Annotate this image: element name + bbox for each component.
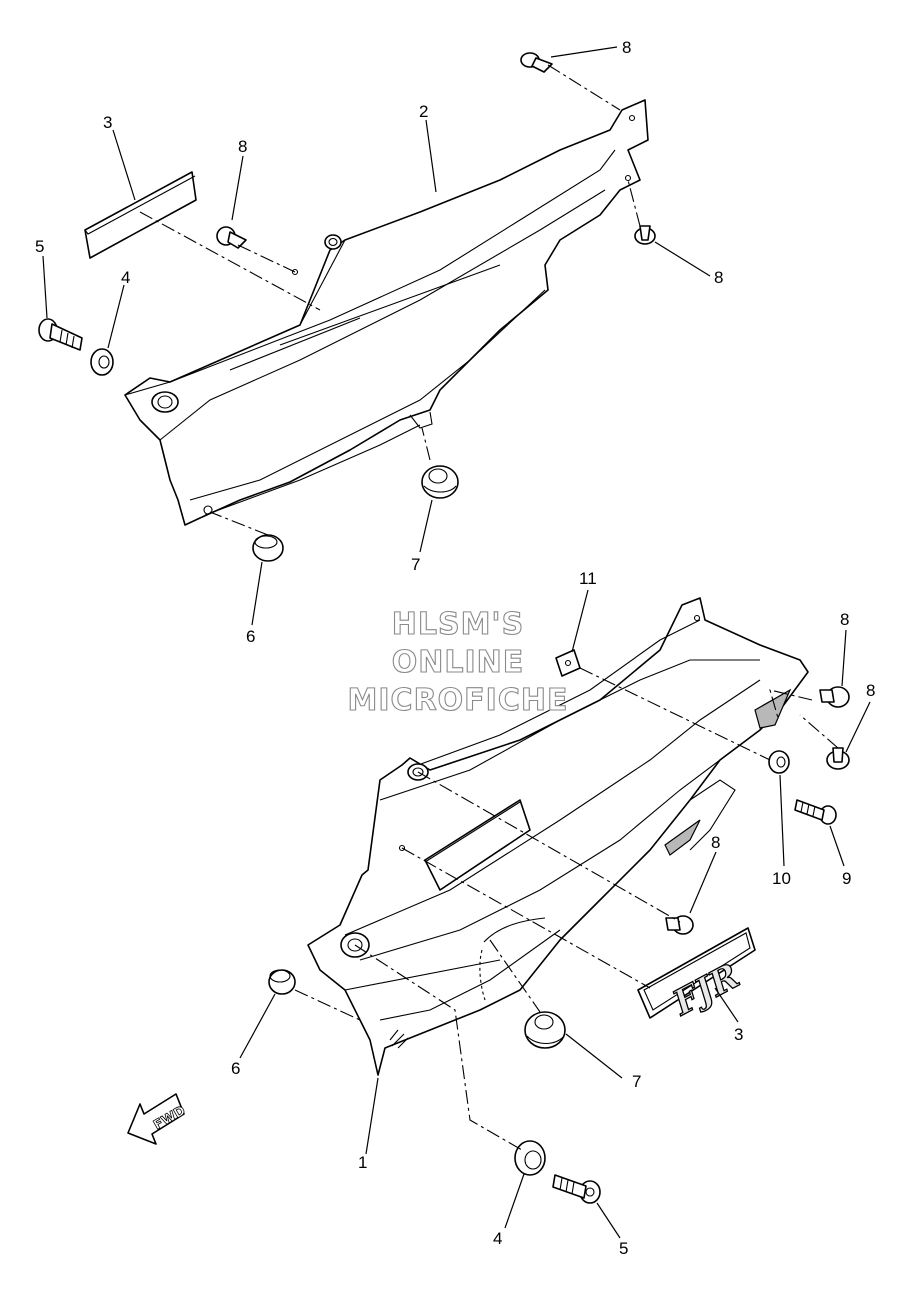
callout-7: 7 (411, 555, 420, 574)
callout-8: 8 (711, 833, 720, 852)
callout-numbers: 8 3 2 8 8 5 4 7 6 11 8 8 10 9 8 3 6 7 1 … (35, 38, 875, 1258)
watermark: HLSM'S ONLINE MICROFICHE (347, 606, 569, 718)
forward-arrow-icon (127, 1093, 185, 1145)
forward-direction-indicator: FWD (127, 1093, 189, 1145)
callout-4: 4 (121, 268, 130, 287)
leader-lines (42, 46, 871, 1239)
callout-3: 3 (103, 113, 112, 132)
callout-8: 8 (714, 268, 723, 287)
bolt-part-5-lower (552, 1174, 601, 1204)
grommet-part-7-upper (421, 465, 459, 499)
callout-6: 6 (246, 627, 255, 646)
watermark-line-2: ONLINE (392, 645, 525, 680)
cap-part-6-lower (268, 969, 296, 995)
callout-6: 6 (231, 1059, 240, 1078)
callout-9: 9 (842, 869, 851, 888)
callout-2: 2 (419, 102, 428, 121)
grommet-part-7-lower (524, 1011, 566, 1049)
side-cover-part-2 (124, 99, 649, 526)
callout-8: 8 (840, 610, 849, 629)
cap-part-6-upper (252, 534, 284, 562)
clip-nut-part-11 (555, 649, 581, 677)
callout-7: 7 (632, 1072, 641, 1091)
callout-10: 10 (772, 869, 791, 888)
clip-part-8-d (819, 686, 850, 708)
emblem-part-3-lower: FJR (637, 927, 756, 1025)
callout-1: 1 (358, 1153, 367, 1172)
callout-3: 3 (734, 1025, 743, 1044)
assembly-lines (139, 64, 839, 1151)
reflector-part-3-upper (84, 171, 197, 259)
callout-5: 5 (619, 1239, 628, 1258)
watermark-line-3: MICROFICHE (348, 683, 569, 718)
grommet-part-4-lower (514, 1140, 546, 1176)
clip-part-8-e (826, 747, 850, 770)
clip-part-8-b (216, 226, 247, 249)
clip-part-8-f (665, 915, 694, 935)
clip-part-8-c (634, 225, 656, 245)
grommet-part-4-upper (90, 348, 114, 376)
washer-part-10 (768, 750, 790, 774)
side-cover-part-1 (307, 597, 809, 1076)
callout-11: 11 (579, 569, 597, 588)
callout-8: 8 (866, 681, 875, 700)
watermark-line-1: HLSM'S (392, 607, 524, 642)
bolt-part-5-upper (38, 318, 83, 351)
screw-part-9 (794, 799, 837, 825)
clip-part-8-a (520, 52, 553, 73)
callout-8: 8 (238, 137, 247, 156)
callout-5: 5 (35, 237, 44, 256)
callout-4: 4 (493, 1229, 502, 1248)
callout-8: 8 (622, 38, 631, 57)
